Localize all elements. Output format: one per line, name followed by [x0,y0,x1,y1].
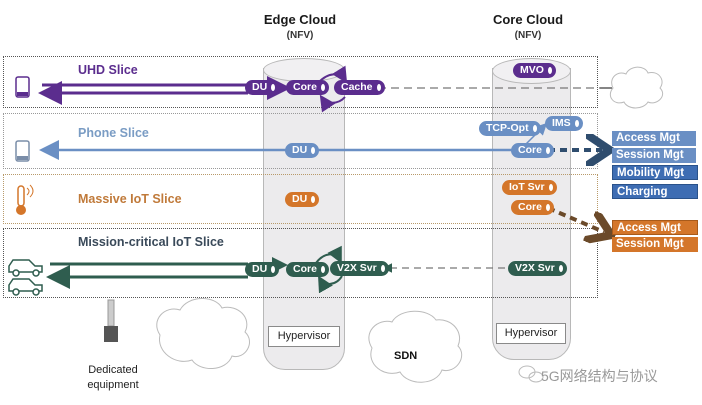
watermark-text: 5G网络结构与协议 [541,368,658,384]
mission-du-node[interactable]: DU [245,262,280,277]
phone-ims-node[interactable]: IMS [545,116,583,131]
iot-access-mgt: Access Mgt [612,220,698,235]
massive-iot-slice-title: Massive IoT Slice [78,192,182,206]
dedicated-equipment-icon [104,299,118,342]
phone-slice-title: Phone Slice [78,126,149,140]
mission-critical-slice-title: Mission-critical IoT Slice [78,235,224,249]
mission-critical-connectors [46,245,505,294]
massive-iot-slice-box [3,174,598,224]
phone-core-node[interactable]: Core [511,143,554,158]
sdn-label: SDN [394,350,418,362]
mission-core-node[interactable]: Core [286,262,329,277]
phone-slice-phone-icon [15,140,30,162]
mission-v2x-core-node[interactable]: V2X Svr [508,261,567,276]
phone-access-mgt: Access Mgt [612,131,696,146]
wechat-icon [518,365,544,383]
edge-cloud-title: Edge Cloud [263,12,337,27]
edge-hypervisor-label: Hypervisor [268,326,340,347]
phone-tcp-opt-node[interactable]: TCP-Opt [479,121,541,136]
uhd-slice-box [3,56,598,108]
uhd-cache-node[interactable]: Cache [334,80,385,95]
phone-session-mgt: Session Mgt [612,148,696,163]
iot-svr-node[interactable]: IoT Svr [502,180,557,195]
iot-du-node[interactable]: DU [285,192,320,207]
car-icon-bottom [8,278,43,296]
iot-core-to-mgmt-arrow [547,206,604,232]
phone-mobility-mgt: Mobility Mgt [612,165,698,180]
dedicated-equipment-label: Dedicated equipment [87,364,139,391]
phone-du-node[interactable]: DU [285,143,320,158]
iot-session-mgt: Session Mgt [612,237,698,252]
uhd-core-node[interactable]: Core [286,80,329,95]
mission-critical-slice-box [3,228,598,298]
core-hypervisor-label: Hypervisor [496,323,566,344]
thermometer-sensor-icon [16,184,34,215]
dedicated-cloud [156,298,250,369]
iot-core-node[interactable]: Core [511,200,554,215]
edge-cloud-subtitle: (NFV) [286,30,314,41]
phone-charging: Charging [612,184,698,199]
core-cloud-subtitle: (NFV) [514,30,542,41]
uhd-slice-title: UHD Slice [78,63,138,77]
core-cloud-title: Core Cloud [492,12,564,27]
uhd-mvo-node[interactable]: MVO [513,63,556,78]
uhd-phone-icon [15,76,30,98]
mission-v2x-edge-node[interactable]: V2X Svr [330,261,389,276]
sdn-cloud [368,310,463,383]
uhd-du-node[interactable]: DU [245,80,280,95]
internet-cloud [609,66,664,109]
car-icon-top [8,259,43,277]
